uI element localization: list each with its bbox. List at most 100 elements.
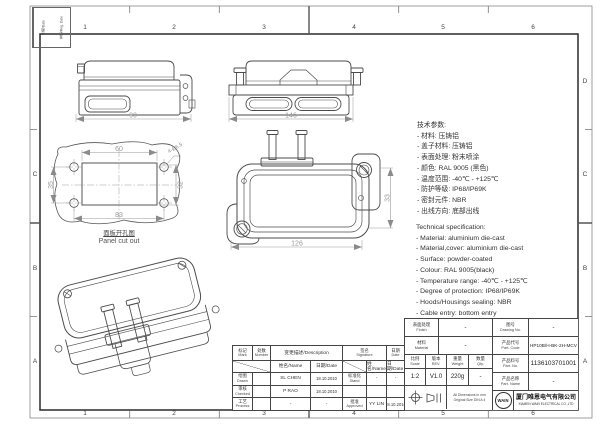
- empty-cell: [253, 398, 271, 411]
- datum-target-icon: [408, 390, 423, 405]
- approved-label: 批准 Approved: [343, 398, 367, 411]
- empty-cell: [387, 385, 405, 399]
- diagonal-cell: [343, 361, 367, 373]
- signature-header: 签名 Signature: [343, 346, 387, 361]
- spec-en-item: - Hoods/Housings sealing: NBR: [416, 298, 512, 306]
- spec-cn-item: - 防护等级: IP68/IP69K: [417, 186, 487, 194]
- zone-col-3: 3: [262, 24, 266, 31]
- checked-date: 18.10.2010: [311, 385, 343, 399]
- finish-label: 表面处理 Finish: [405, 319, 439, 336]
- part-name-value: -: [552, 378, 555, 385]
- zone-col-6: 6: [531, 24, 535, 31]
- corner-registration-strip: 日期/Date 登记/Reg. Date: [32, 7, 71, 48]
- part-no-value: 1136103701001: [530, 360, 577, 367]
- stand-date: -: [387, 373, 405, 386]
- approved-name: YY LIN: [367, 398, 387, 411]
- drawing-no-label: 图号 Drawing No.: [493, 319, 529, 336]
- spec-cn-title: 技术参数:: [417, 122, 447, 129]
- info-block-left: 表面处理 Finish - 材料 Material - 比例 Scale 版本 …: [404, 318, 492, 410]
- scale-value: 1:2: [405, 369, 426, 385]
- corner-strip-date: 日期/Date: [33, 8, 52, 47]
- zone-col-4b: 4: [352, 410, 356, 417]
- process-label: 工艺 Process: [233, 398, 253, 411]
- spec-cn-item: - 盖子材料: 压铸铝: [417, 143, 473, 151]
- dim-front-width: 146: [285, 112, 297, 119]
- wain-logo-icon: WAIN: [494, 392, 512, 409]
- checked-label: 审核 Checked: [233, 385, 253, 399]
- front-view-dimension: 146: [228, 97, 354, 122]
- panel-cutout-dimensions: 60 83 35 32 4-Ø6.5: [48, 142, 185, 222]
- panel-cutout-caption-cn: 面板开孔图: [103, 230, 135, 237]
- top-view: [226, 130, 381, 245]
- empty-cell: [367, 385, 387, 399]
- corner-strip-reg: 登记/Reg. Date: [59, 16, 64, 40]
- spec-cn-item: - 出线方向: 底部出线: [417, 207, 480, 215]
- date-subheader: 日期/Date: [311, 361, 343, 373]
- zone-col-3b: 3: [262, 410, 266, 417]
- mark-header: 标记 Mark: [233, 346, 253, 361]
- weight-label: 重量 Weight: [447, 355, 469, 368]
- isometric-view: [54, 257, 220, 376]
- material-label: 材料 Material: [405, 337, 439, 354]
- finish-value: -: [464, 324, 467, 331]
- stand-label: 标准化 Stand: [343, 373, 367, 386]
- panel-cutout-view: [53, 141, 181, 225]
- spec-block-cn: 技术参数: - 材料: 压铸铝 - 盖子材料: 压铸铝 - 表面处理: 粉末喷涂…: [417, 121, 499, 217]
- company-logo: WAIN: [493, 391, 514, 410]
- zone-col-5b: 5: [441, 410, 445, 417]
- zone-row-b-left: B: [32, 265, 38, 272]
- stand-name: -: [367, 373, 387, 386]
- zone-col-4: 4: [352, 24, 356, 31]
- dim-cutout-left: 35: [48, 181, 55, 189]
- dim-top-height: 33: [385, 194, 392, 202]
- empty-cell: [253, 385, 271, 399]
- qty-value: -: [479, 374, 482, 380]
- description-header: 变更描述/Description: [271, 346, 343, 361]
- zone-row-c-left: C: [32, 171, 38, 178]
- front-view: [228, 60, 364, 116]
- panel-cutout-caption-en: Panel cut out: [98, 238, 140, 245]
- spec-en-item: - Cable entry: bottom entry: [416, 309, 497, 317]
- spec-en-item: - Surface: powder-coated: [416, 256, 493, 264]
- spec-en-item: - Degree of protection: IP68/IP69K: [416, 288, 520, 296]
- dimension-note: All Dimensions in mm Original Size DIN A…: [453, 393, 486, 402]
- date-subheader: 日期/Date: [387, 361, 405, 373]
- checked-name: P RAO: [271, 385, 311, 399]
- revision-table: 标记 Mark 处数 Number 变更描述/Description 签名 Si…: [232, 345, 405, 411]
- zone-col-1: 1: [83, 24, 87, 31]
- dim-top-width: 126: [291, 240, 303, 247]
- part-code-value: HP10B/H-BK-2H-MCV: [530, 343, 577, 348]
- drawn-name: SL CHEN: [271, 373, 311, 386]
- zone-col-5: 5: [441, 24, 445, 31]
- weight-value: 220g: [447, 369, 469, 385]
- spec-en-item: - Material,cover: aluminium die-cast: [416, 245, 524, 253]
- zone-col-1b: 1: [83, 410, 87, 417]
- spec-en-title: Technical specification:: [416, 224, 486, 231]
- spec-block-en: Technical specification: - Material: alu…: [416, 223, 528, 319]
- company-name: 厦门唯恩电气有限公司 XIAMEN WAIN ELECTRICAL CO.,LT…: [515, 395, 576, 406]
- name-subheader: 姓名/Name: [367, 361, 387, 373]
- approved-date: 18.10.2010: [387, 398, 405, 411]
- zone-row-a: A: [582, 358, 588, 365]
- drawn-label: 绘图 Drawn: [233, 373, 253, 386]
- dim-cutout-holes: 4-Ø6.5: [167, 142, 184, 155]
- date-header: 日期 Date: [387, 346, 405, 361]
- zone-col-2: 2: [172, 24, 176, 31]
- number-header: 处数 Number: [253, 346, 271, 361]
- part-code-label: 产品代号 Part. Code: [493, 337, 529, 354]
- spec-cn-item: - 颜色: RAL 9005 (黑色): [417, 164, 489, 172]
- scale-label: 比例 Scale: [405, 355, 426, 368]
- dim-cutout-bottom: 83: [115, 212, 123, 219]
- part-name-label: 产品名称 Part. Name: [493, 373, 529, 390]
- dim-side-width: 90: [129, 112, 137, 119]
- dim-cutout-right: 32: [178, 181, 185, 189]
- zone-col-6b: 6: [531, 410, 535, 417]
- zone-row-c: C: [582, 171, 588, 178]
- material-value: -: [464, 342, 467, 349]
- info-block-right: 图号 Drawing No. - 产品代号 Part. Code HP10B/H…: [492, 318, 578, 410]
- zone-col-2b: 2: [172, 410, 176, 417]
- panel-cutout-caption: 面板开孔图 Panel cut out: [78, 228, 160, 245]
- spec-en-item: - Colour: RAL 9005(black): [416, 266, 495, 274]
